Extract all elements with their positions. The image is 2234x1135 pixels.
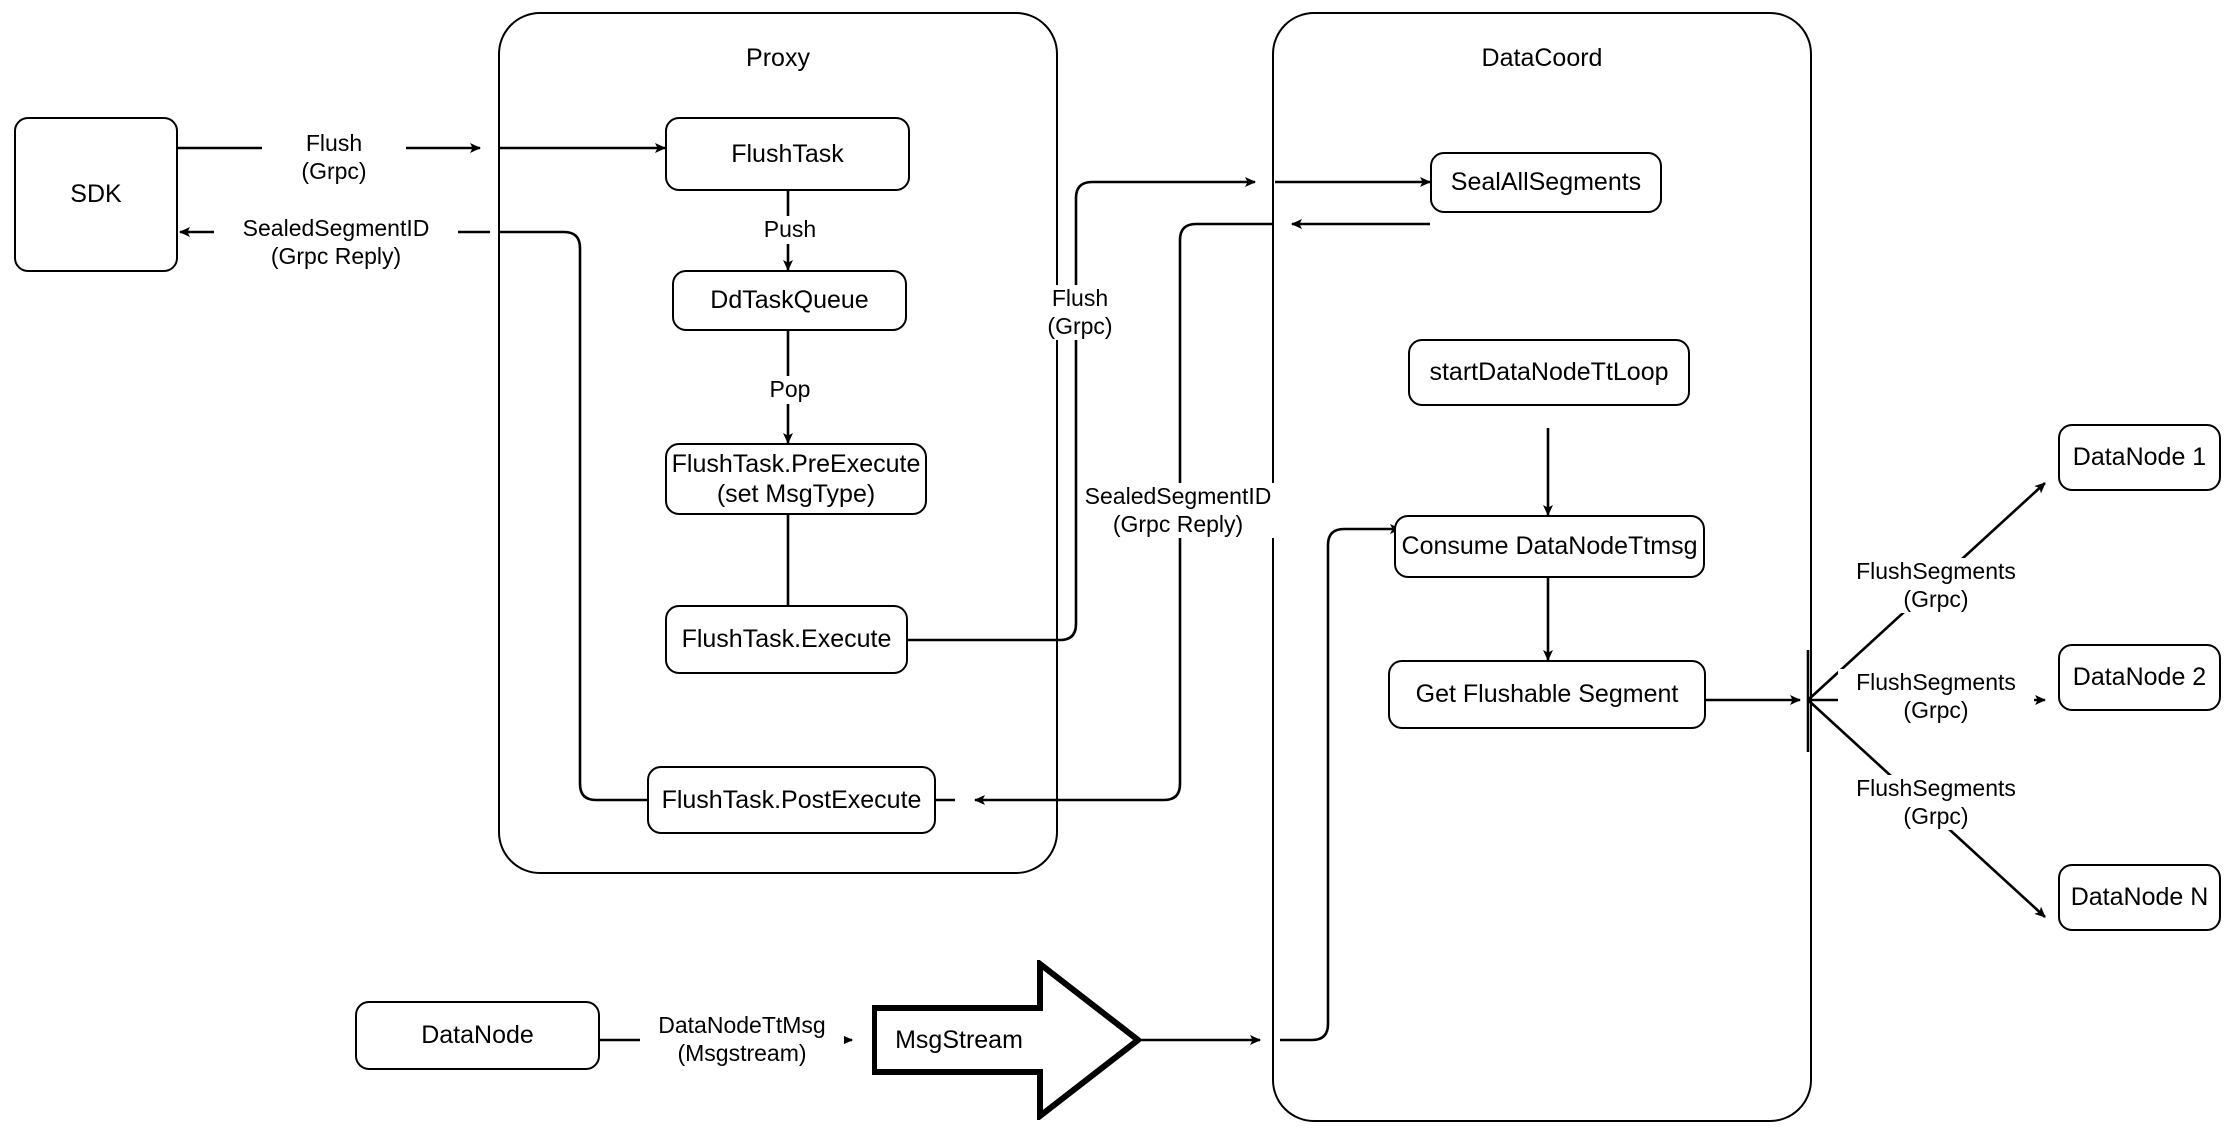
node-datanode-source[interactable]: DataNode (355, 1001, 600, 1070)
edge-label-datanode-ttmsg: DataNodeTtMsg (Msgstream) (640, 1012, 844, 1068)
edge-label-sdk-to-proxy: Flush (Grpc) (262, 130, 406, 186)
node-flush-task-postexecute[interactable]: FlushTask.PostExecute (647, 766, 936, 834)
edge-label-flush-segments-n: FlushSegments (Grpc) (1838, 775, 2034, 831)
node-consume-datanode-ttmsg[interactable]: Consume DataNodeTtmsg (1394, 515, 1705, 578)
node-start-datanode-tt-loop[interactable]: startDataNodeTtLoop (1408, 339, 1690, 406)
node-flush-task[interactable]: FlushTask (665, 117, 910, 191)
node-msgstream[interactable]: MsgStream (871, 957, 1143, 1123)
container-datacoord: DataCoord (1272, 12, 1812, 1122)
edge-label-datacoord-to-proxy-reply: SealedSegmentID (Grpc Reply) (1078, 483, 1278, 539)
edge-label-flush-segments-2: FlushSegments (Grpc) (1838, 669, 2034, 725)
node-dd-task-queue[interactable]: DdTaskQueue (672, 270, 907, 331)
node-datanode-1[interactable]: DataNode 1 (2058, 424, 2221, 491)
node-msgstream-label: MsgStream (895, 1026, 1023, 1054)
container-datacoord-title: DataCoord (1481, 44, 1603, 72)
node-sdk[interactable]: SDK (14, 117, 178, 272)
edge-label-pop: Pop (752, 376, 828, 404)
node-datanode-n[interactable]: DataNode N (2058, 864, 2221, 931)
node-datanode-2[interactable]: DataNode 2 (2058, 644, 2221, 711)
edge-label-proxy-to-datacoord-flush: Flush (Grpc) (1030, 285, 1130, 341)
edge-label-push: Push (745, 216, 835, 244)
node-get-flushable-segment[interactable]: Get Flushable Segment (1388, 660, 1706, 729)
node-flush-task-execute[interactable]: FlushTask.Execute (665, 605, 908, 674)
node-flush-task-preexecute[interactable]: FlushTask.PreExecute (set MsgType) (665, 443, 927, 515)
container-proxy-title: Proxy (746, 44, 810, 72)
edge-label-proxy-to-sdk: SealedSegmentID (Grpc Reply) (214, 215, 458, 271)
container-proxy: Proxy (498, 12, 1058, 874)
msgstream-arrow-icon (871, 957, 1143, 1123)
edge-label-flush-segments-1: FlushSegments (Grpc) (1838, 558, 2034, 614)
node-seal-all-segments[interactable]: SealAllSegments (1430, 152, 1662, 213)
